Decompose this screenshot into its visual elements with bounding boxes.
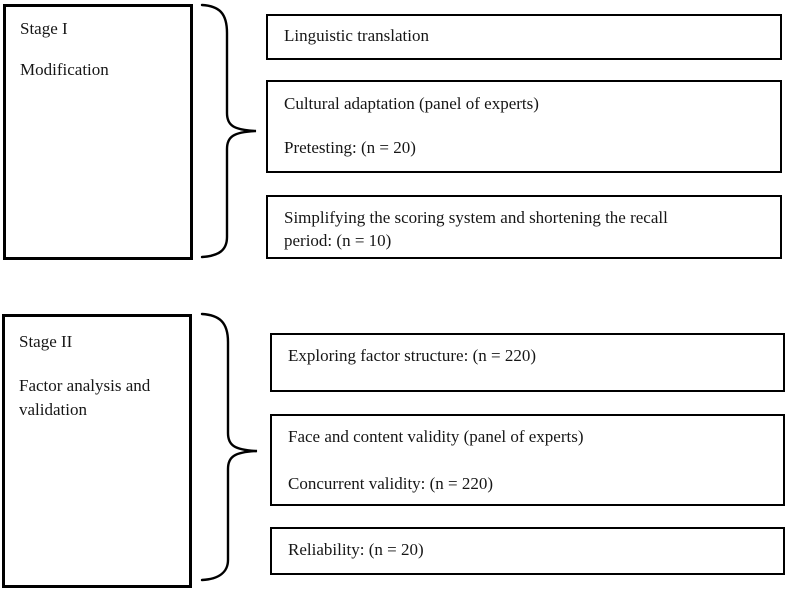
step-text: Exploring factor structure: (n = 220)	[288, 346, 536, 365]
stage1-label-box: Stage I Modification	[3, 4, 193, 260]
stage2-brace	[200, 312, 258, 582]
step-text: Face and content validity (panel of expe…	[288, 427, 584, 446]
step-text: Concurrent validity: (n = 220)	[288, 474, 494, 493]
step-text: Pretesting: (n = 20)	[284, 138, 416, 157]
stage1-title: Stage I	[20, 19, 68, 38]
step-text: Cultural adaptation (panel of experts)	[284, 94, 539, 113]
step-box-reliability: Reliability: (n = 20)	[270, 527, 785, 575]
step-box-exploring-factor-structure: Exploring factor structure: (n = 220)	[270, 333, 785, 392]
step-text: Linguistic translation	[284, 26, 429, 45]
step-box-face-content-validity: Face and content validity (panel of expe…	[270, 414, 785, 506]
step-box-cultural-adaptation: Cultural adaptation (panel of experts) P…	[266, 80, 782, 173]
step-text: Reliability: (n = 20)	[288, 540, 424, 559]
step-text: Simplifying the scoring system and short…	[284, 208, 668, 227]
stage2-label-box: Stage II Factor analysis and validation	[2, 314, 192, 588]
step-box-simplifying-scoring: Simplifying the scoring system and short…	[266, 195, 782, 259]
stage2-title: Stage II	[19, 332, 73, 351]
step-text: period: (n = 10)	[284, 231, 392, 250]
step-box-linguistic-translation: Linguistic translation	[266, 14, 782, 60]
stage2-subtitle: Factor analysis and validation	[19, 376, 151, 419]
stage1-brace	[200, 3, 257, 259]
stage1-subtitle: Modification	[20, 60, 109, 79]
